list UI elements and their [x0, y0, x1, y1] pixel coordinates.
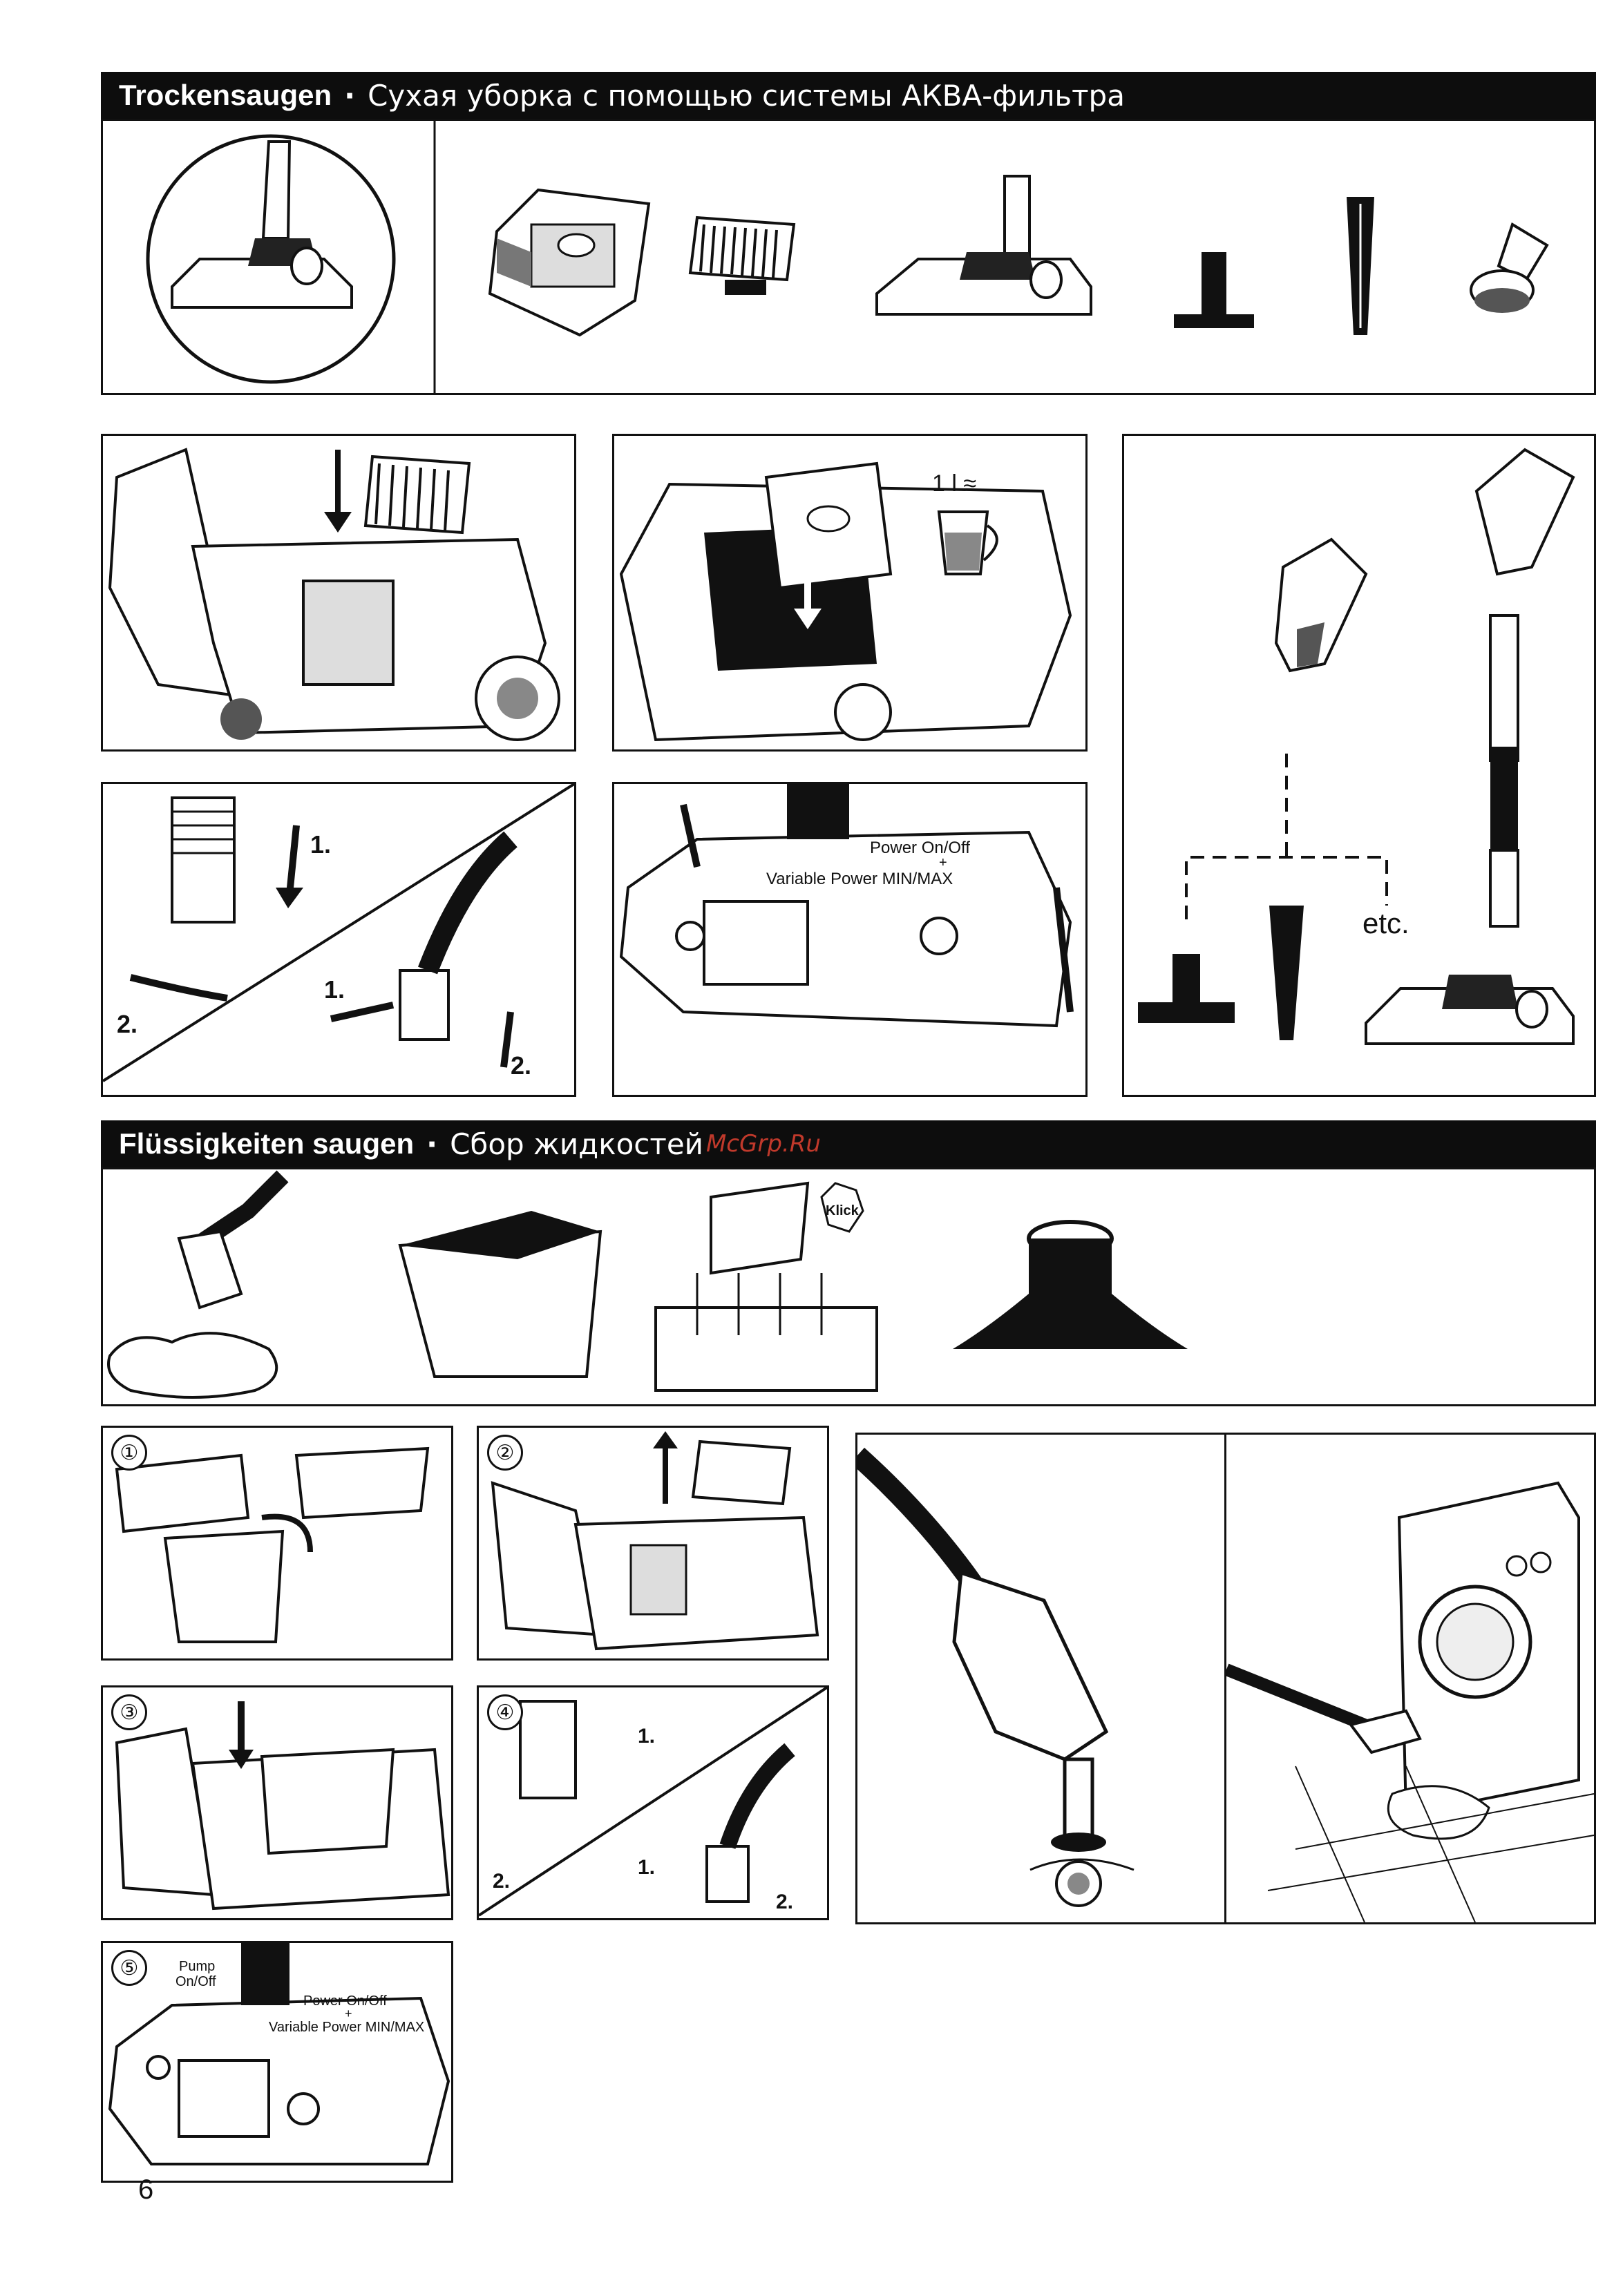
crevice-tool-icon: [1269, 906, 1304, 1040]
step-two-label: 2.: [117, 1010, 137, 1038]
floor-nozzle-icon: [172, 142, 352, 307]
down-arrow-icon: [276, 825, 303, 908]
panel-step-4: ④ 1. 2. 1. 2.: [477, 1685, 829, 1920]
step-two-label-b: 2.: [511, 1051, 531, 1080]
page-number: 6: [138, 2174, 153, 2206]
panel-attach-hose: 1. 2. 1. 2.: [101, 782, 576, 1097]
accessories-panel: [101, 119, 1596, 395]
variable-power-label: Variable Power MIN/MAX: [269, 2020, 424, 2035]
hepa-filter-icon: [690, 218, 794, 295]
step-number: ④: [487, 1694, 523, 1730]
plus-label: +: [345, 2007, 352, 2020]
upholstery-nozzle-icon: [1174, 252, 1254, 328]
washing-machine-icon: [1399, 1483, 1579, 1815]
step-one-label-b: 1.: [324, 975, 345, 1004]
step-number: ②: [487, 1435, 523, 1471]
upholstery-nozzle-icon: [1138, 954, 1235, 1023]
title-separator: ·: [344, 79, 355, 113]
floor-nozzle-icon: [1366, 975, 1573, 1044]
step-number: ⑤: [111, 1950, 147, 1986]
pump-label: Pump: [179, 1959, 215, 1974]
section-title-de: Trockensaugen: [119, 79, 332, 112]
hepa-filter-icon: [365, 457, 469, 533]
panel-step-5: ⑤ Pump On/Off Power On/Off + Variable Po…: [101, 1941, 453, 2183]
panel-insert-filter: [101, 434, 576, 752]
wet-adapter-icon: [953, 1222, 1188, 1349]
up-arrow-icon: [653, 1431, 678, 1504]
up-arrow-icon: [504, 1012, 511, 1067]
pump-onoff-label: On/Off: [175, 1974, 216, 1989]
panel-step-3: ③: [101, 1685, 453, 1920]
panel-assemble-tools: etc.: [1122, 434, 1596, 1097]
section-header-wet: Flüssigkeiten saugen · Сбор жидкостей Mc…: [101, 1120, 1596, 1167]
panel-step-2: ②: [477, 1426, 829, 1661]
crevice-tool-icon: [1347, 197, 1374, 335]
title-separator: ·: [426, 1127, 437, 1161]
filter-basket-icon: Klick: [656, 1183, 877, 1390]
section-header-dry: Trockensaugen · Сухая уборка с помощью с…: [101, 72, 1596, 119]
water-tank-icon: [400, 1211, 600, 1377]
puddle-handle-icon: [108, 1176, 283, 1397]
wet-accessories-panel: Klick: [101, 1167, 1596, 1406]
variable-power-label: Variable Power MIN/MAX: [766, 870, 953, 888]
panel-step-1: ①: [101, 1426, 453, 1661]
klick-label: Klick: [826, 1203, 860, 1218]
panel-washing-machine: [1224, 1433, 1596, 1924]
power-onoff-label: Power On/Off: [870, 839, 970, 857]
accessories-illustration: [103, 121, 1594, 393]
right-arrow-icon: [331, 1005, 393, 1019]
step-two-label-b: 2.: [776, 1891, 793, 1913]
panel-fill-water: 1 l ≈: [612, 434, 1088, 752]
step-one-label-b: 1.: [638, 1856, 655, 1879]
dusting-brush-icon: [1471, 224, 1547, 313]
floor-nozzle-tube-icon: [877, 176, 1091, 314]
step-one-label: 1.: [310, 830, 331, 859]
section-title-ru: Сбор жидкостей: [450, 1127, 703, 1161]
section-title-ru: Сухая уборка с помощью системы АКВА-филь…: [368, 79, 1125, 113]
section-title-de: Flüssigkeiten saugen: [119, 1127, 414, 1160]
telescopic-tube-icon: [1477, 450, 1573, 926]
step-one-label: 1.: [638, 1725, 655, 1748]
panel-drain-water: [855, 1433, 1227, 1924]
watermark-text: McGrp.Ru: [706, 1130, 821, 1158]
volume-label: 1 l ≈: [932, 470, 976, 497]
handle-icon: [1276, 539, 1366, 671]
etc-label: etc.: [1363, 907, 1409, 939]
plus-label: +: [939, 855, 947, 870]
panel-power-switch: Power On/Off + Variable Power MIN/MAX: [612, 782, 1088, 1097]
step-number: ③: [111, 1694, 147, 1730]
step-two-label: 2.: [493, 1870, 510, 1893]
down-arrow-icon: [324, 450, 352, 533]
filter-insert-icon: [490, 190, 649, 335]
step-number: ①: [111, 1435, 147, 1471]
